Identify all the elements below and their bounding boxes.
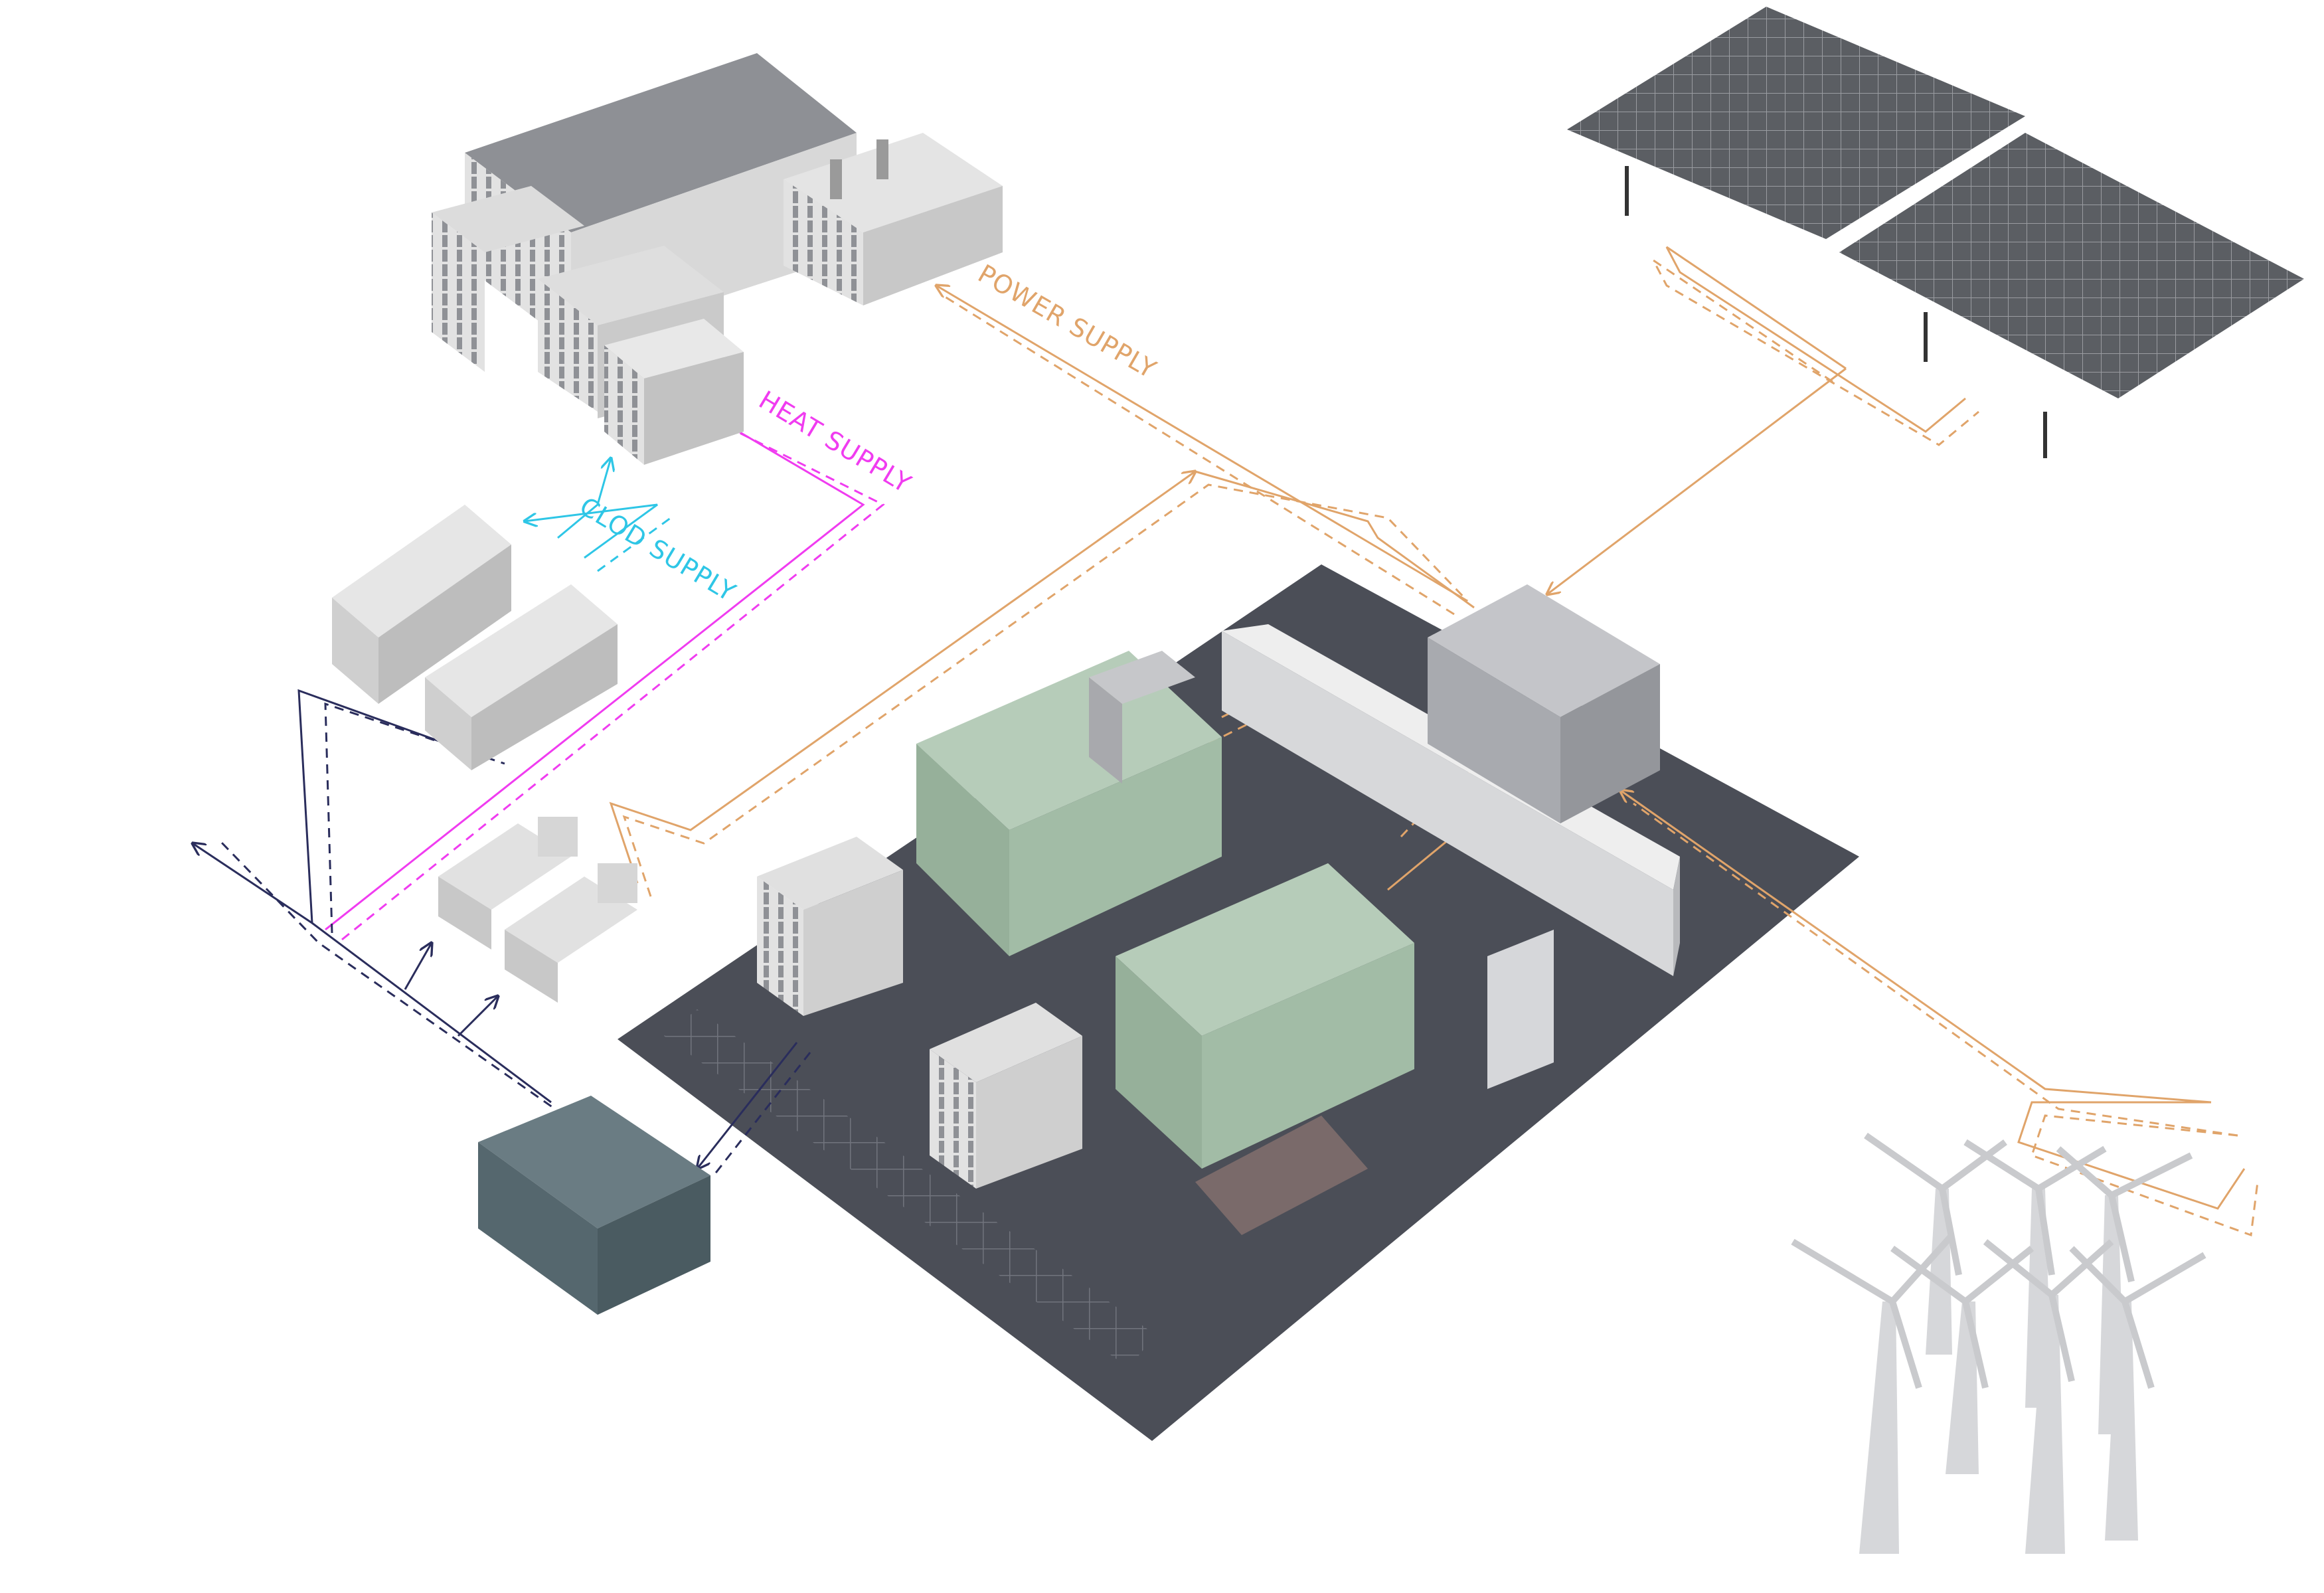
transformer [1428,584,1660,823]
heat-flow-lines [325,415,885,941]
cold-supply-label: CLOD SUPPLY [574,491,740,608]
electric-chillers [332,505,618,770]
energy-storage-icon [478,1096,710,1315]
power-supply-label: POWER SUPPLY [973,259,1162,384]
heat-supply-label: HEAT SUPPLY [754,385,916,499]
absorption-chillers [438,817,637,1003]
wind-turbine-icon [1791,1132,2206,1554]
cold-flow-lines [525,458,671,572]
building-complex [432,53,1003,465]
solar-array [1567,7,2304,458]
wind-farm [1791,1132,2206,1554]
transformer-icon [1428,584,1660,823]
engine-generators [757,651,1554,1235]
chiller-icon [332,505,618,770]
building-icon [432,53,1003,465]
solar-panel-icon [1567,7,2304,458]
engine-generator-icon [757,651,1554,1235]
energy-storage [478,1096,710,1315]
absorption-chiller-icon [438,817,637,1003]
